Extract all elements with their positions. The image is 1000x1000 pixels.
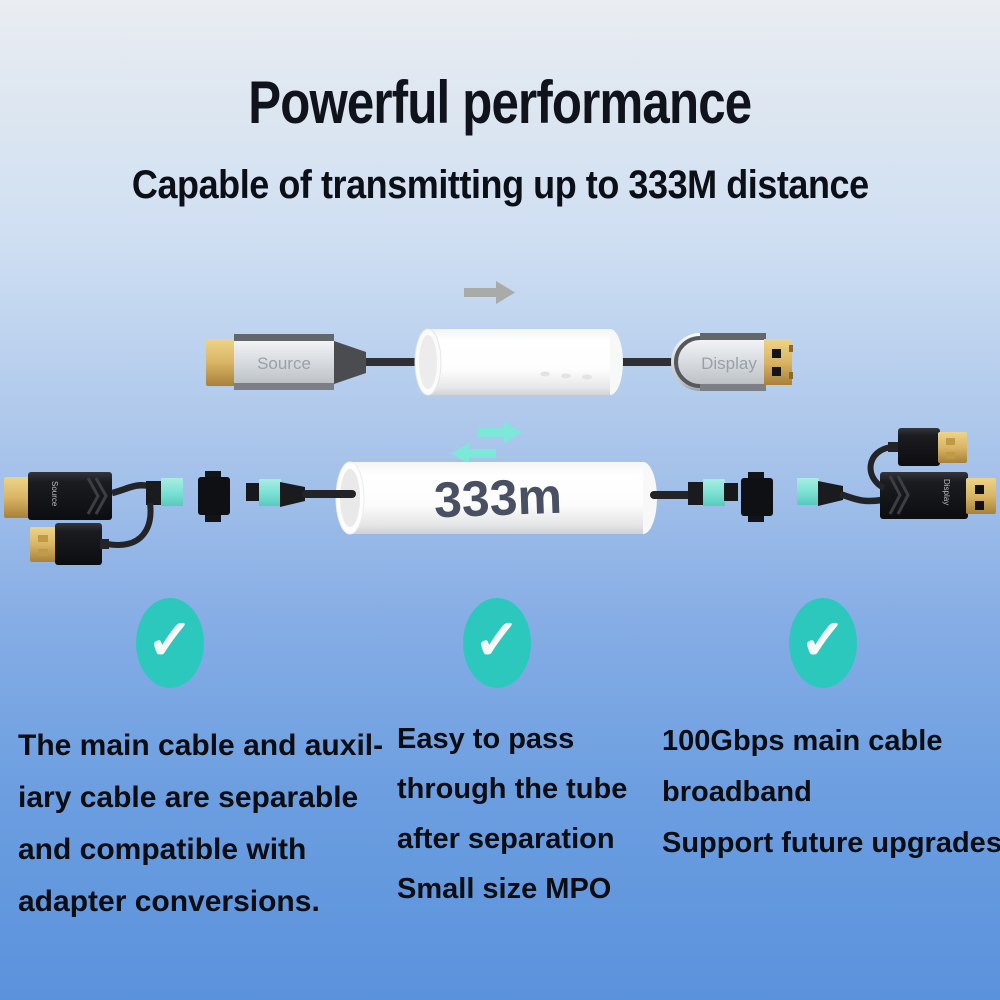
check-badge-2: ✓ bbox=[463, 598, 531, 688]
assembled-cable-illustration: Source Display bbox=[206, 281, 793, 396]
feature-line: iary cable are separable bbox=[18, 781, 359, 814]
check-icon: ✓ bbox=[473, 608, 521, 671]
display-label: Display bbox=[701, 354, 757, 373]
feature-bandwidth: 100Gbps main cable broadband Support fut… bbox=[662, 716, 1000, 869]
fiber-cable-left bbox=[360, 358, 432, 366]
source-connector: Source bbox=[206, 334, 366, 390]
check-badge-1: ✓ bbox=[136, 598, 204, 688]
feature-line: The main cable and auxil- bbox=[18, 729, 384, 762]
fiber-cable-right bbox=[608, 358, 674, 366]
protection-tube bbox=[414, 328, 623, 396]
check-icon: ✓ bbox=[799, 608, 847, 671]
feature-line: broadband bbox=[662, 776, 812, 808]
page-subtitle: Capable of transmitting up to 333M dista… bbox=[131, 163, 869, 207]
swap-arrows-icon bbox=[451, 422, 522, 464]
display-connector: Display bbox=[671, 333, 793, 391]
feature-line: Support future upgrades bbox=[662, 827, 1000, 859]
feature-tube-pass: Easy to pass through the tube after sepa… bbox=[397, 714, 667, 914]
feature-line: Easy to pass bbox=[397, 723, 575, 755]
feature-line: 100Gbps main cable bbox=[662, 725, 943, 757]
separated-source-group: Source bbox=[4, 471, 356, 565]
tube-distance-label: 333m bbox=[433, 468, 563, 528]
page-title: Powerful performance bbox=[248, 69, 752, 136]
feature-line: adapter conversions. bbox=[18, 885, 320, 918]
feature-separable: The main cable and auxil- iary cable are… bbox=[18, 720, 388, 928]
separated-display-group: Display bbox=[650, 428, 996, 522]
check-icon: ✓ bbox=[146, 608, 194, 671]
tube-333m: 333m bbox=[335, 461, 657, 535]
source-label: Source bbox=[257, 354, 311, 373]
feature-line: through the tube bbox=[397, 773, 628, 805]
feature-line: after separation bbox=[397, 823, 615, 855]
feature-line: Small size MPO bbox=[397, 873, 612, 905]
check-badge-3: ✓ bbox=[789, 598, 857, 688]
arrow-right-icon bbox=[464, 281, 515, 304]
display-vertical-label: Display bbox=[942, 479, 951, 505]
feature-line: and compatible with bbox=[18, 833, 307, 866]
separated-cable-illustration: 333m Source bbox=[4, 422, 996, 565]
source-vertical-label: Source bbox=[50, 481, 59, 507]
